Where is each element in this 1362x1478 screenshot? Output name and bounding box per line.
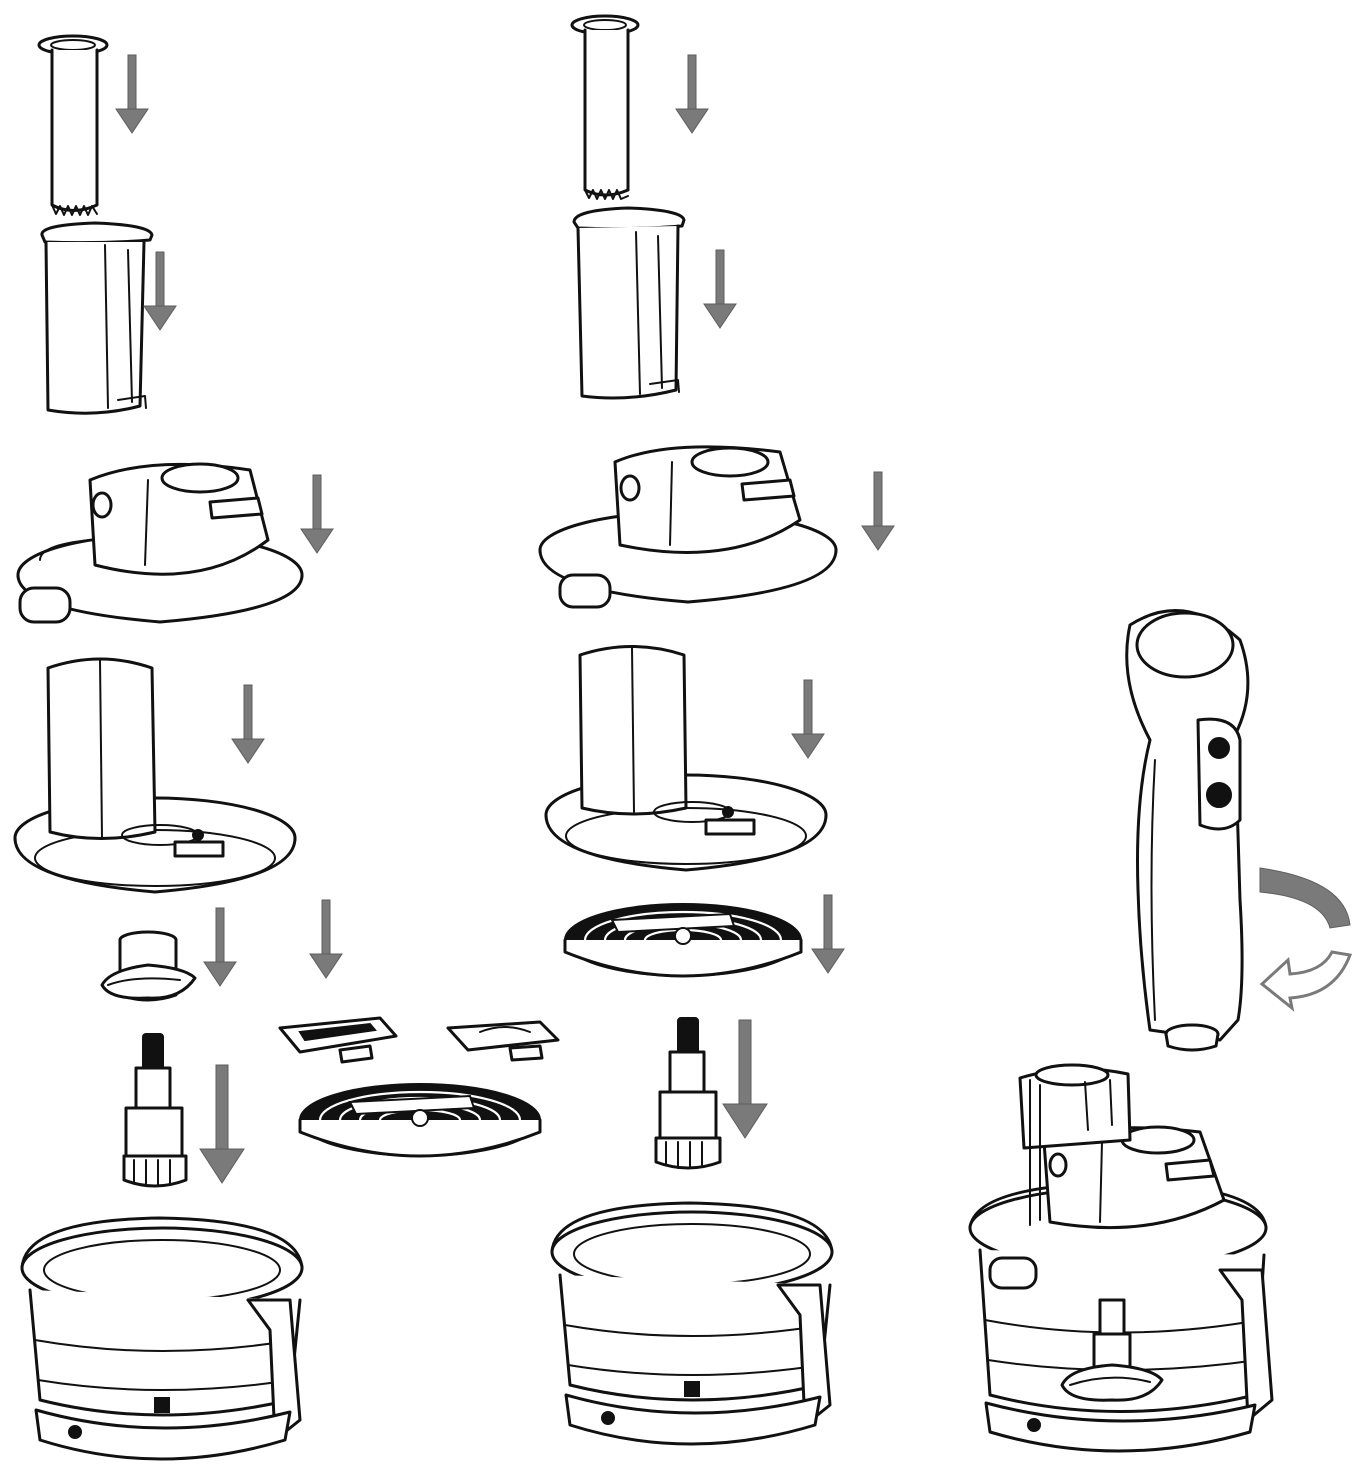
reversible-disc-center [298, 1083, 542, 1158]
column-left [13, 34, 334, 1461]
arrow-down-disc-mid [811, 894, 845, 974]
processor-lid-left [16, 462, 304, 624]
arrow-down-lid-left [300, 474, 334, 554]
arrow-down-pusher-mid [675, 54, 709, 134]
column-middle [538, 14, 895, 1446]
arrow-down-chute-left [143, 251, 177, 331]
arrow-down-disc-lid-left [231, 684, 265, 764]
drive-shaft-left [122, 1033, 188, 1188]
processor-lid-mid [538, 445, 838, 609]
arrow-down-inserts [309, 899, 343, 979]
arrow-rotate-motor [1259, 867, 1353, 1012]
disc-lid-mid [544, 645, 828, 872]
food-pusher-mid [570, 14, 640, 200]
assembled-food-processor [968, 1063, 1274, 1453]
column-center [278, 899, 560, 1158]
chute-sleeve-left [40, 221, 154, 415]
processor-bowl-mid [550, 1201, 834, 1446]
motor-unit [1125, 609, 1250, 1052]
arrow-down-holder-left [203, 907, 237, 987]
disc-lid-left [13, 657, 297, 894]
arrow-down-pusher-left [115, 54, 149, 134]
arrow-down-lid-mid [861, 471, 895, 551]
arrow-down-chute-mid [703, 249, 737, 329]
chute-sleeve-mid [572, 206, 686, 400]
food-pusher-left [37, 34, 109, 216]
arrow-down-disc-lid-mid [791, 679, 825, 759]
drive-shaft-mid [654, 1017, 722, 1170]
grating-insert [446, 1020, 560, 1062]
processor-bowl-left [20, 1216, 304, 1461]
reversible-disc-mid [563, 903, 803, 978]
arrow-down-shaft-left [199, 1064, 245, 1184]
column-right [968, 609, 1353, 1453]
blade-holder-left [100, 930, 197, 1002]
slicing-insert [278, 1016, 398, 1064]
arrow-down-shaft-mid [722, 1019, 768, 1139]
